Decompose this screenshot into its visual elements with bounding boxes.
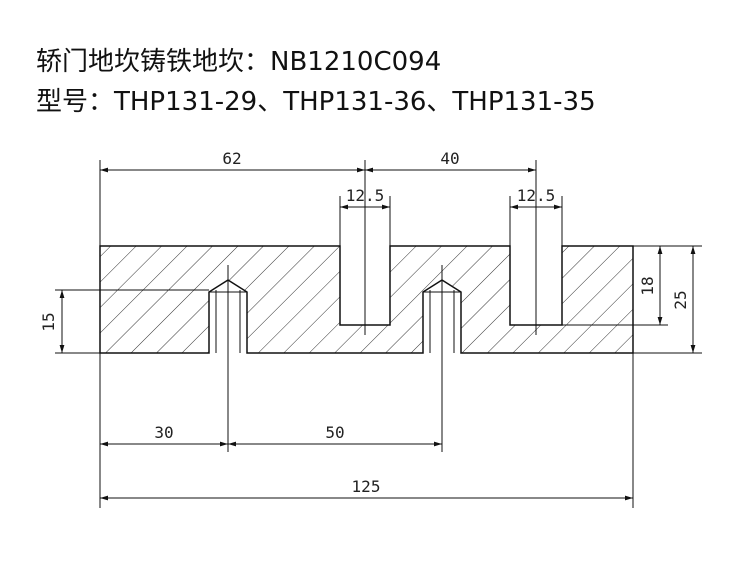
dim-12-5-left-label: 12.5 <box>346 186 385 205</box>
dimension-lines <box>59 167 696 501</box>
dim-50-label: 50 <box>325 423 344 442</box>
center-lines <box>227 160 537 452</box>
dim-30-label: 30 <box>154 423 173 442</box>
extension-lines <box>55 160 702 508</box>
sill-section-hatch <box>100 246 633 353</box>
dim-25-label: 25 <box>671 290 690 309</box>
title-block: 轿门地坎铸铁地坎：NB1210C094 型号：THP131-29、THP131-… <box>36 42 596 122</box>
dim-125-label: 125 <box>352 477 381 496</box>
title-part-number: 轿门地坎铸铁地坎：NB1210C094 <box>36 47 442 77</box>
dim-62-label: 62 <box>222 149 241 168</box>
title-model-list: 型号：THP131-29、THP131-36、THP131-35 <box>36 87 596 117</box>
sill-section-outline <box>99 245 634 354</box>
dim-12-5-right-label: 12.5 <box>517 186 556 205</box>
dim-40-label: 40 <box>440 149 459 168</box>
dim-15-label: 15 <box>39 312 58 331</box>
dimension-labels: 62 40 12.5 12.5 15 18 25 30 50 125 <box>39 149 690 496</box>
dim-18-label: 18 <box>638 276 657 295</box>
